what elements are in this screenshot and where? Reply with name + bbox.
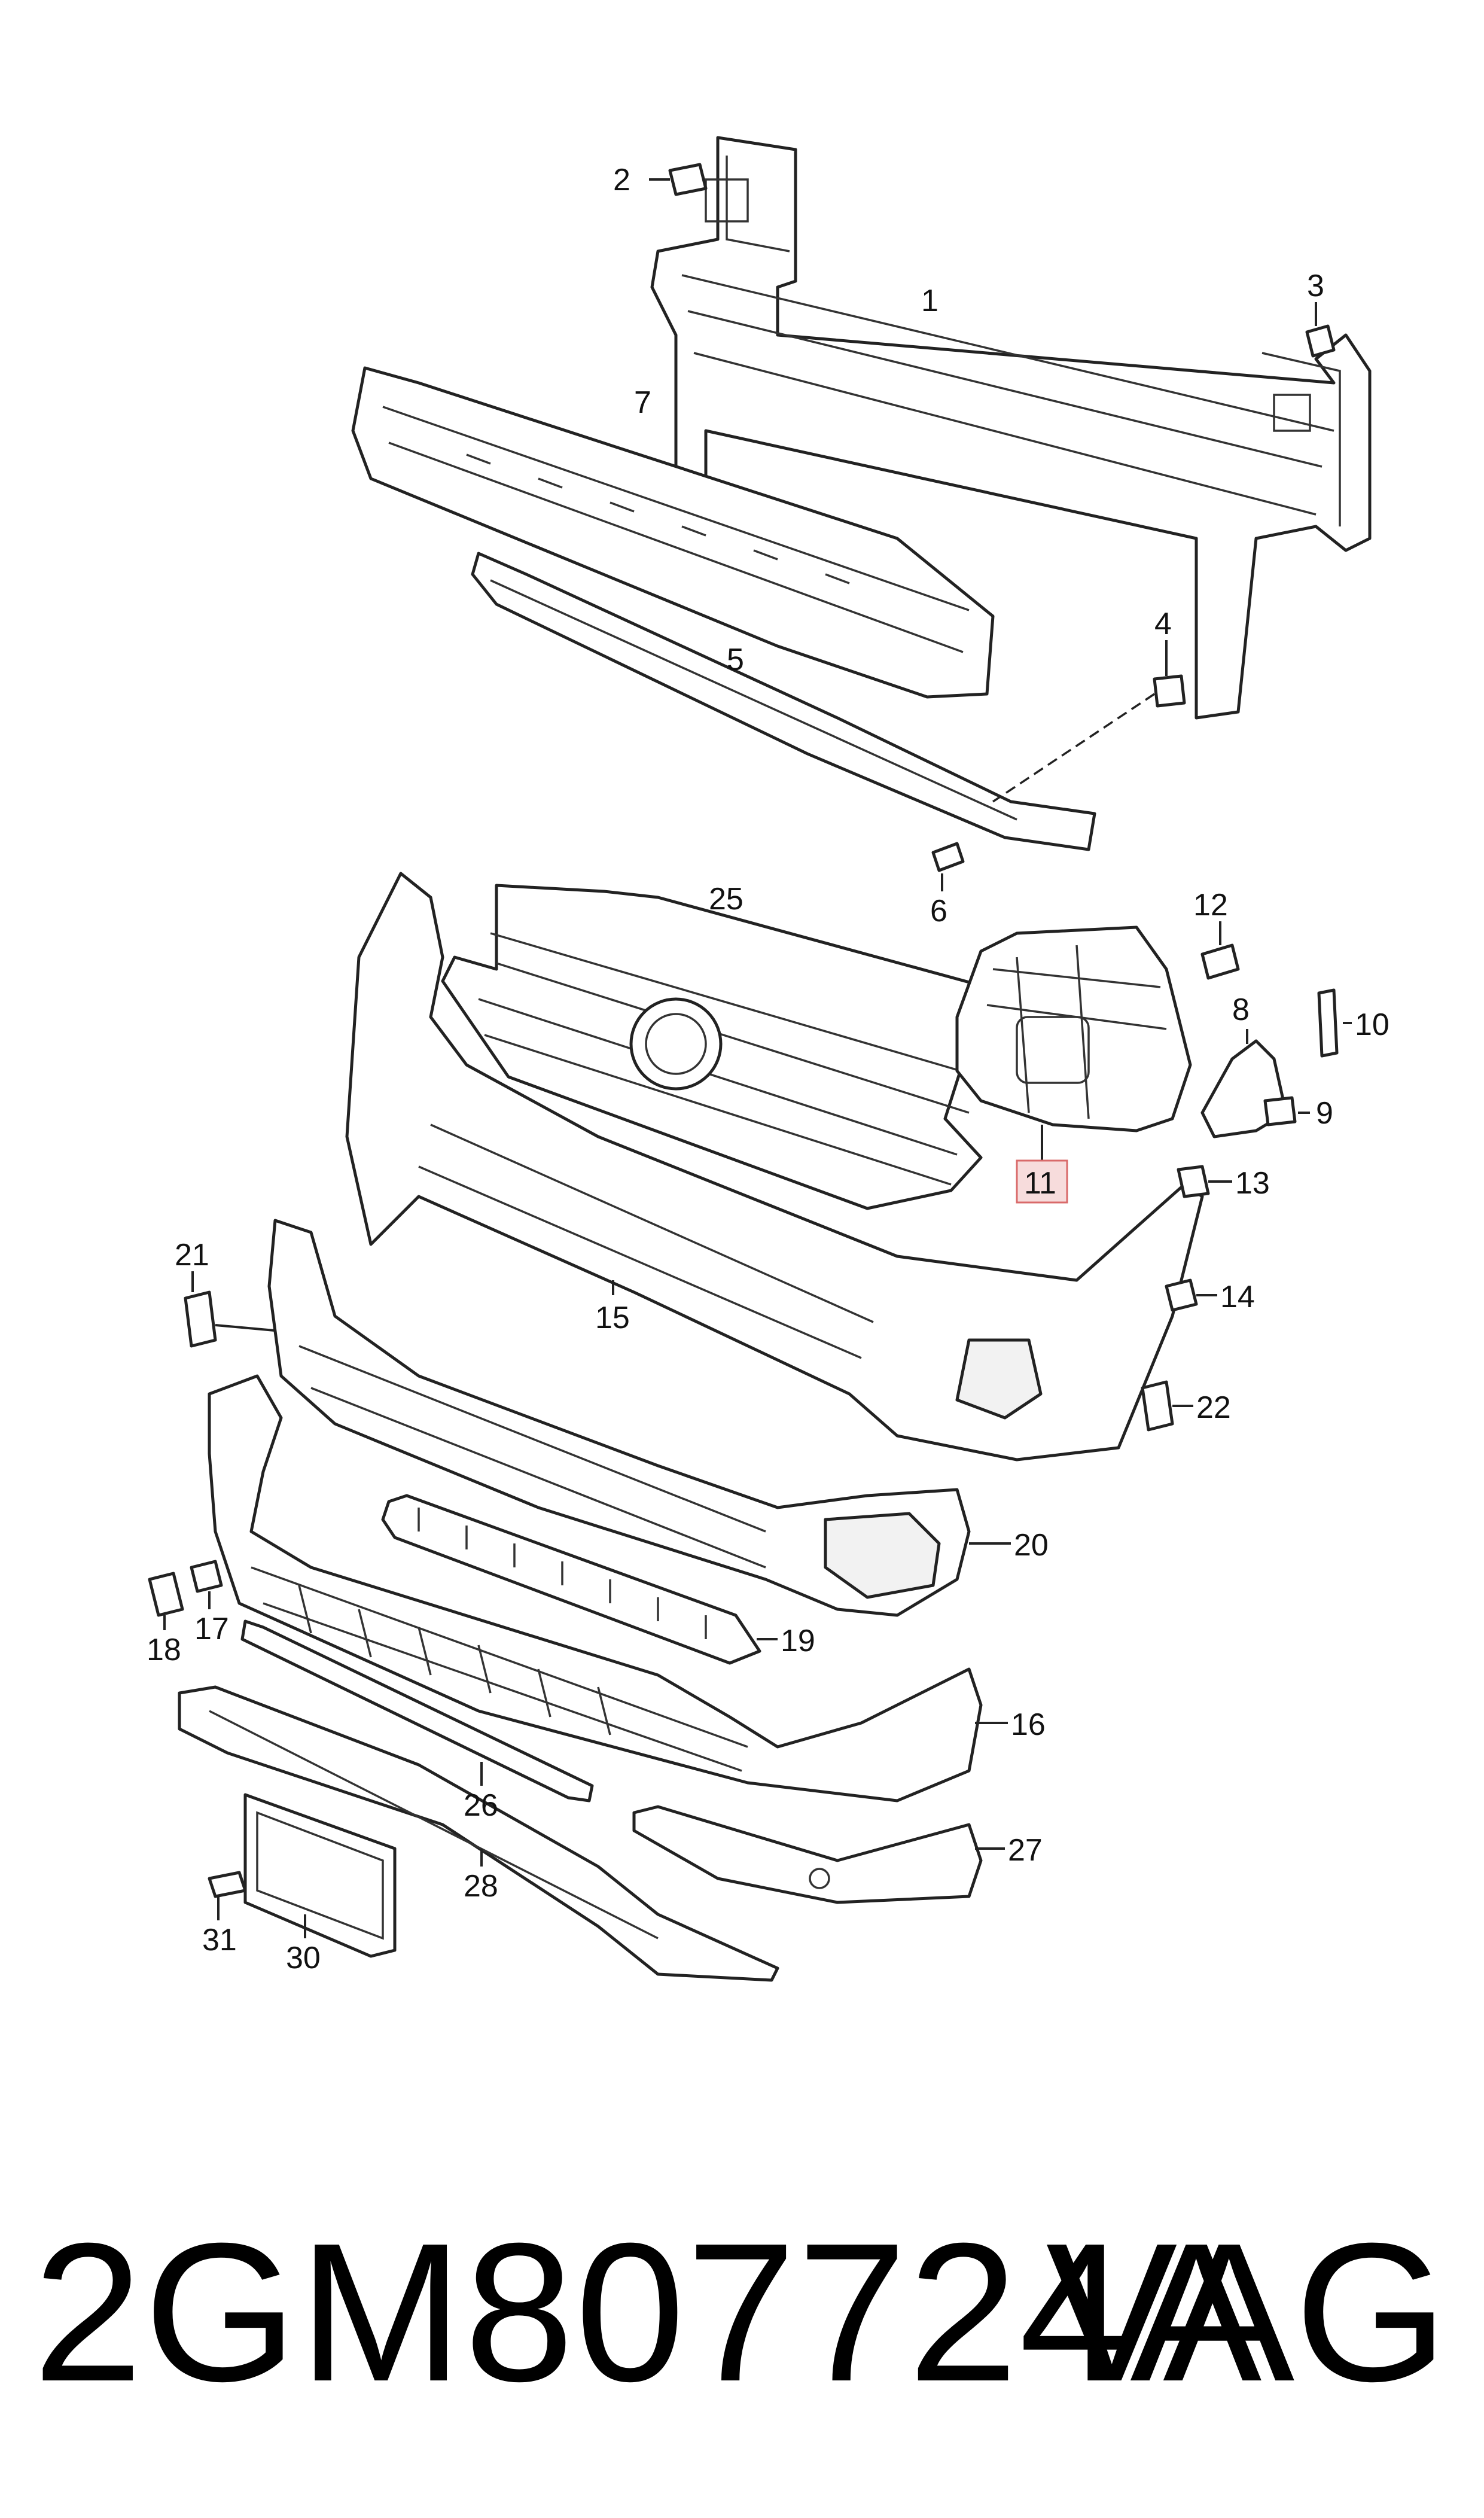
part-15-bumper-cover xyxy=(345,872,1204,1462)
label-7: 7 xyxy=(634,385,651,420)
part-26-trim-strip xyxy=(240,1619,594,1803)
label-9: 9 xyxy=(1316,1096,1333,1131)
part-3-bolt xyxy=(1305,302,1336,358)
part-16-lower-bumper xyxy=(208,1374,1008,1803)
part-11-bracket xyxy=(955,925,1192,1161)
part-31-rivet xyxy=(208,1871,247,1920)
part-20-trim-panel xyxy=(267,1219,1011,1617)
label-20: 20 xyxy=(1014,1528,1049,1563)
part-7-reinforcement xyxy=(351,366,995,699)
label-19: 19 xyxy=(781,1624,815,1658)
part-2-bolt xyxy=(649,163,708,196)
label-30: 30 xyxy=(286,1941,321,1975)
label-22: 22 xyxy=(1196,1390,1231,1425)
label-31: 31 xyxy=(202,1923,237,1957)
part-1-bumper-carrier xyxy=(650,136,1372,720)
part-13-clip xyxy=(1177,1165,1232,1198)
part-5-absorber-strip xyxy=(471,552,1096,851)
label-17: 17 xyxy=(194,1612,229,1646)
label-3: 3 xyxy=(1307,269,1324,303)
part-25-grille xyxy=(441,884,989,1210)
part-14-screw xyxy=(1165,1278,1217,1312)
label-26: 26 xyxy=(464,1788,498,1823)
label-28: 28 xyxy=(464,1869,498,1904)
label-15: 15 xyxy=(595,1301,630,1335)
brand-name: VAG xyxy=(1046,2202,1448,2422)
label-1: 1 xyxy=(921,284,938,318)
part-number: 2GM807724A xyxy=(33,2202,1263,2422)
part-19-grid-insert xyxy=(381,1494,778,1665)
highlight-box-11 xyxy=(1016,1159,1068,1204)
part-10-bolt xyxy=(1317,988,1352,1058)
part-18-clip xyxy=(148,1572,184,1630)
label-14: 14 xyxy=(1220,1280,1255,1314)
label-5: 5 xyxy=(727,643,744,677)
callout-labels: 1 2 3 4 5 6 7 8 9 10 11 12 13 14 15 16 1… xyxy=(147,163,1389,1975)
label-6: 6 xyxy=(930,894,947,928)
label-16: 16 xyxy=(1011,1707,1046,1742)
label-27: 27 xyxy=(1008,1833,1043,1868)
label-13: 13 xyxy=(1235,1166,1270,1201)
part-12-screw xyxy=(1200,921,1240,980)
label-10: 10 xyxy=(1355,1007,1389,1042)
part-27-side-trim xyxy=(632,1805,1005,1904)
label-4: 4 xyxy=(1154,607,1172,641)
part-28-diffuser xyxy=(178,1685,779,1982)
part-4-nut xyxy=(1153,640,1186,708)
label-11-highlighted: 11 xyxy=(1024,1166,1056,1201)
label-8: 8 xyxy=(1232,992,1250,1027)
label-2: 2 xyxy=(613,163,630,197)
part-17-screw xyxy=(190,1560,223,1609)
label-25: 25 xyxy=(709,882,743,917)
part-9-nut xyxy=(1263,1096,1310,1126)
alignment-line xyxy=(992,693,1155,803)
part-6-clip xyxy=(931,842,965,891)
label-12: 12 xyxy=(1193,888,1228,922)
part-21-bracket xyxy=(184,1271,282,1348)
label-21: 21 xyxy=(175,1238,209,1272)
part-22-clip xyxy=(1141,1380,1193,1432)
part-30-plate-holder xyxy=(243,1793,397,1958)
label-18: 18 xyxy=(147,1633,181,1667)
